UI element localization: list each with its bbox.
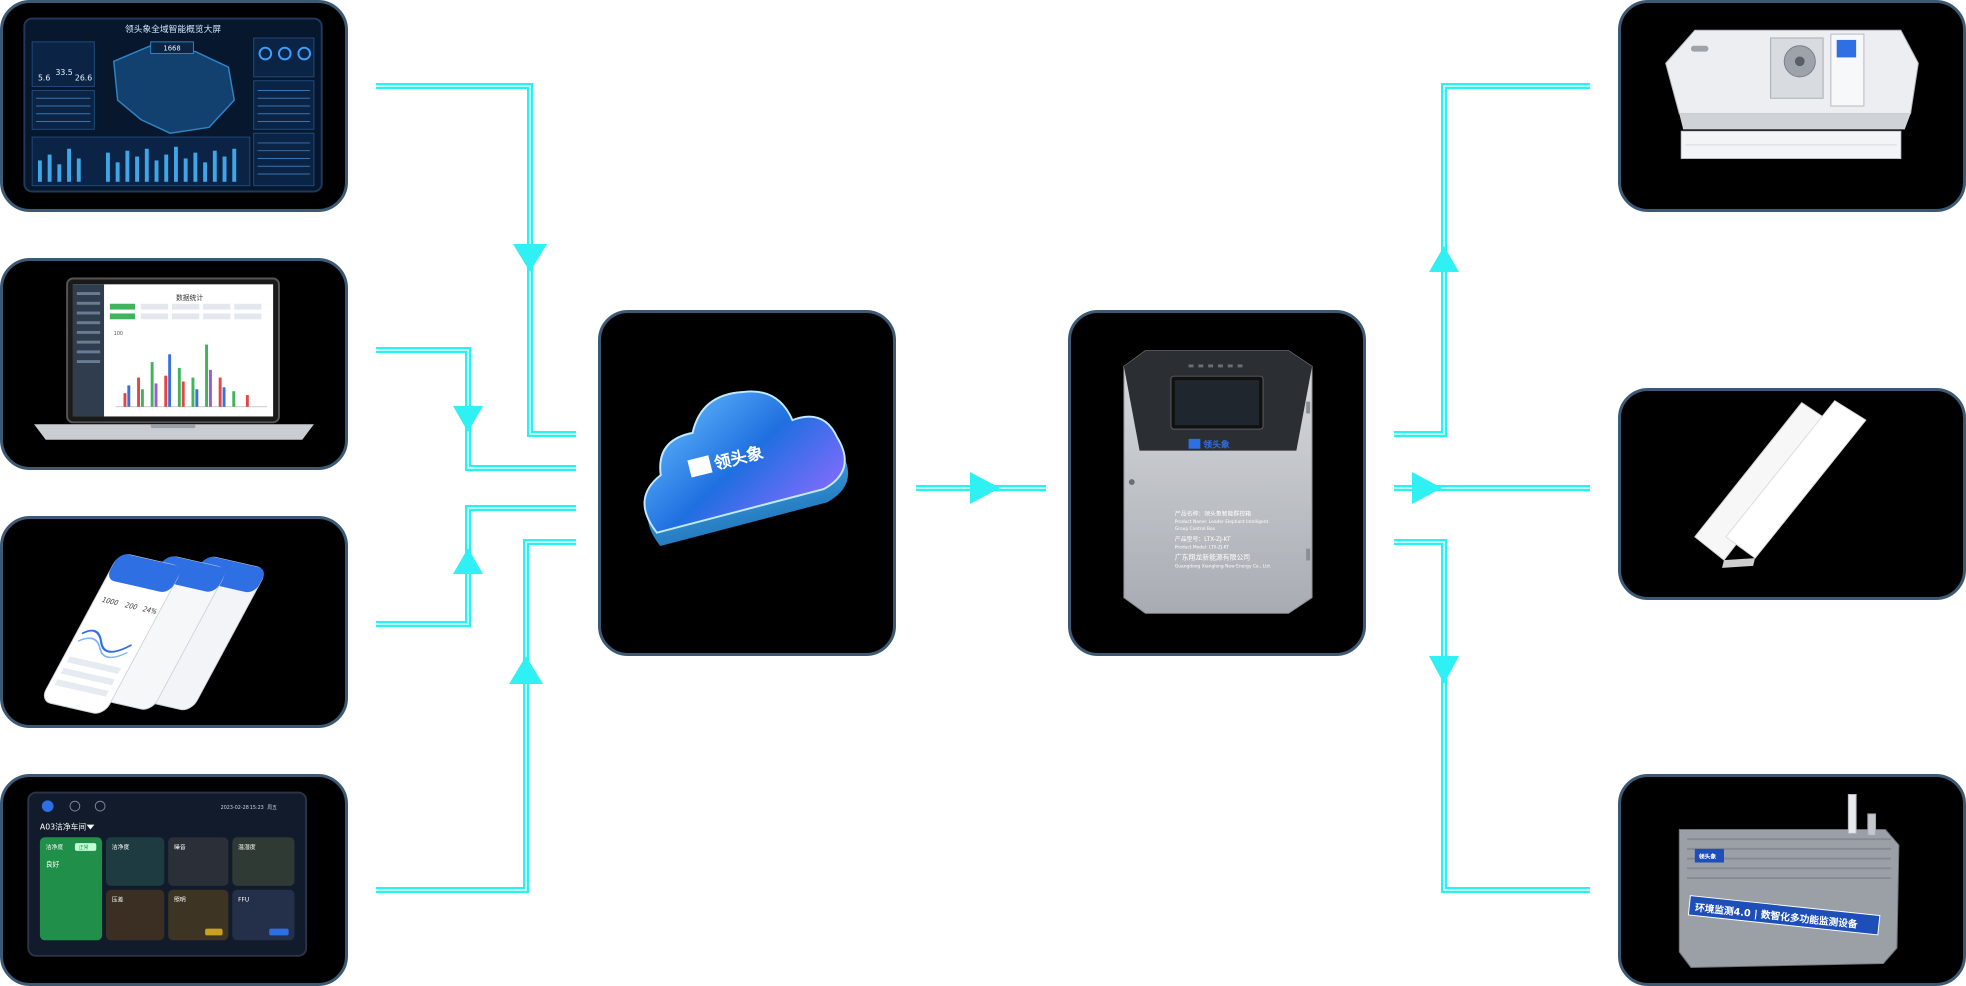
input-panel-laptop: 数据统计 100: [0, 258, 348, 470]
arrow-down-1: [513, 244, 547, 272]
tablet-tile-1-badge: 正常: [79, 844, 89, 851]
env-monitor-brand: 领头象: [1698, 853, 1717, 861]
arrow-right-main: [970, 472, 1000, 504]
tablet-date: 2023-02-28: [221, 805, 249, 811]
wire-input-3-core: [376, 507, 576, 625]
output-panel-ffu: [1618, 0, 1966, 212]
phone-value-c: 24%: [141, 605, 159, 616]
arrow-up-3: [453, 548, 483, 574]
env-monitor-image: 领头象 环境监测4.0 | 数智化多功能监测设备: [1678, 794, 1900, 968]
controller-label-line-5: Product Model: LTX-ZJ-KT: [1175, 545, 1229, 551]
laptop-axis-unit: 100: [114, 331, 123, 337]
tablet-weekday: 周五: [267, 805, 277, 811]
tablet-tile-4-label: 温湿度: [238, 843, 256, 851]
wire-input-2: [376, 347, 576, 471]
laptop-chart-title: 数据统计: [176, 293, 203, 302]
input-panel-dashboard: 领头象全域智能概览大屏 5.6 33.5 26.6 1668: [0, 0, 348, 212]
wire-output-1: [1394, 83, 1590, 437]
wire-input-3: [376, 505, 576, 627]
phones-image: 1000 200 24%: [43, 554, 264, 714]
dashboard-stat-c: 26.6: [75, 74, 92, 83]
controller-label-line-7: Guangdong Xianglong New Energy Co., Ltd.: [1175, 563, 1271, 569]
dashboard-stat-a: 5.6: [38, 74, 50, 83]
controller-label-line-2: Product Name: Leader Elephant Intelligen…: [1175, 519, 1269, 525]
phone-value-a: 1000: [100, 596, 120, 607]
controller-label-line-6: 广东翔龙新能源有限公司: [1175, 552, 1250, 561]
phone-value-b: 200: [123, 601, 139, 611]
arrow-down-out-3: [1429, 656, 1459, 684]
tablet-tile-5-label: 压差: [112, 895, 124, 903]
chevron-down-icon[interactable]: [86, 824, 95, 830]
ffu-label-icon: [1836, 39, 1857, 58]
filter-strips-image: [1694, 400, 1867, 568]
env-monitor-logo-badge: [1694, 848, 1724, 863]
tablet-time: 15:23: [250, 805, 264, 811]
arrow-right-out-2: [1412, 472, 1442, 504]
arrow-down-2: [453, 406, 483, 432]
tablet-tile-1-value: 良好: [46, 859, 60, 868]
laptop-image: 数据统计 100: [34, 277, 314, 440]
cloud-image: 领头象: [643, 390, 849, 546]
dashboard-stat-b: 33.5: [55, 68, 72, 77]
tablet-screen-image: 2023-02-28 15:23 周五 A03洁净车间 洁净度 正常 良好 洁净…: [27, 791, 308, 957]
controller-label-line-1: 产品名称：领头象智能群控箱: [1175, 509, 1251, 517]
arrow-up-out-1: [1429, 246, 1459, 272]
controller-label-line-3: Group Control Box: [1175, 526, 1216, 532]
output-panel-env-monitor: 领头象 环境监测4.0 | 数智化多功能监测设备: [1618, 774, 1966, 986]
tablet-tile-3-label: 噪音: [174, 843, 186, 851]
wire-output-3: [1394, 539, 1590, 893]
wire-input-2-core: [376, 349, 576, 469]
wire-input-4: [376, 539, 576, 893]
dashboard-title: 领头象全域智能概览大屏: [125, 23, 221, 35]
brand-logo-icon: [687, 455, 713, 478]
arrow-up-4: [509, 656, 543, 684]
tablet-tile-2-label: 洁净度: [112, 843, 130, 851]
tablet-tile-7-label: FFU: [238, 897, 249, 903]
controller-logo-icon: [1188, 438, 1201, 449]
input-panel-tablet: 2023-02-28 15:23 周五 A03洁净车间 洁净度 正常 良好 洁净…: [0, 774, 348, 986]
wire-input-1: [376, 83, 576, 437]
controller-label-line-4: 产品型号：LTX-ZJ-KT: [1175, 535, 1231, 543]
controller-panel: 领头象 产品名称：领头象智能群控箱 Product Name: Leader E…: [1068, 310, 1366, 656]
cloud-panel: 领头象: [598, 310, 896, 656]
tablet-room-title: A03洁净车间: [40, 821, 86, 831]
input-panel-phones: 1000 200 24%: [0, 516, 348, 728]
wire-input-4-core: [376, 541, 576, 891]
controller-box-image: 领头象 产品名称：领头象智能群控箱 Product Name: Leader E…: [1123, 350, 1313, 614]
wire-output-1-core: [1394, 85, 1590, 435]
wire-input-1-core: [376, 85, 576, 435]
dashboard-screen-image: 领头象全域智能概览大屏 5.6 33.5 26.6 1668: [23, 17, 323, 193]
output-panel-filters: [1618, 388, 1966, 600]
controller-brand-label: 领头象: [1203, 439, 1230, 451]
tablet-tile-1-label: 洁净度: [46, 843, 64, 851]
tablet-tile-6-label: 照明: [174, 896, 186, 903]
dashboard-counter: 1668: [163, 45, 180, 53]
wire-output-3-core: [1394, 541, 1590, 891]
ffu-image: [1665, 29, 1919, 159]
